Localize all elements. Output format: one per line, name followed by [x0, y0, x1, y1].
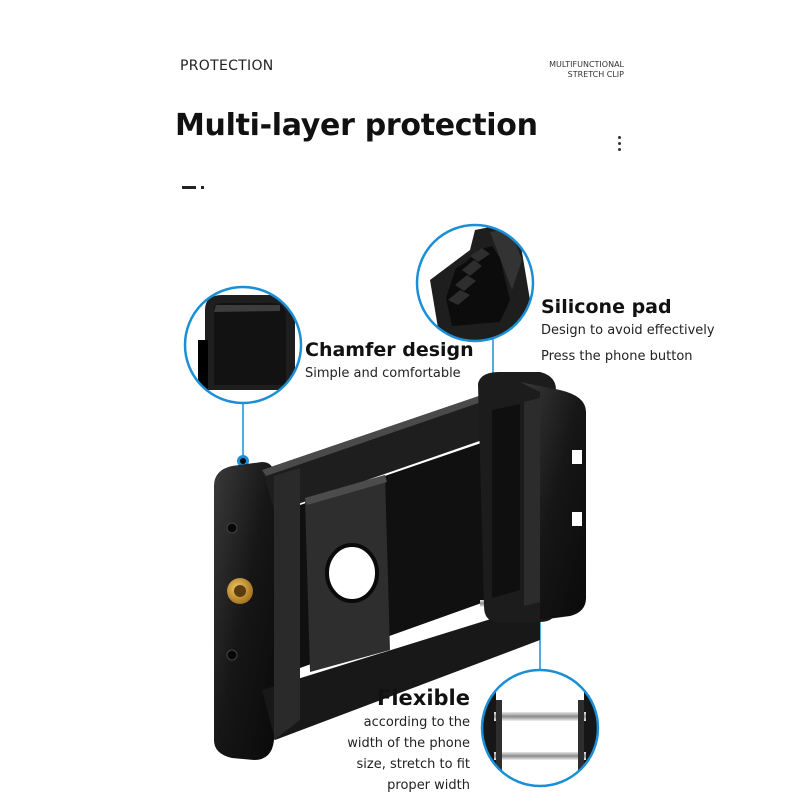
- more-vertical-icon[interactable]: [618, 136, 624, 154]
- flexible-line: according to the: [363, 715, 470, 730]
- flexible-rail-detail-callout: [480, 668, 600, 788]
- section-label: PROTECTION: [180, 58, 274, 74]
- product-category-line2: STRETCH CLIP: [567, 70, 624, 79]
- chamfer-detail-callout: [183, 285, 303, 405]
- brass-thread-insert: [227, 578, 253, 604]
- flexible-line: proper width: [387, 778, 470, 793]
- silicone-subtext-line2: Press the phone button: [541, 349, 693, 364]
- chamfer-heading: Chamfer design: [305, 339, 474, 361]
- title-underline-dot: [201, 186, 204, 189]
- flexible-line: size, stretch to fit: [356, 757, 470, 772]
- chamfer-subtext: Simple and comfortable: [305, 366, 461, 381]
- flexible-description: according to the width of the phone size…: [330, 712, 470, 796]
- silicone-subtext-line1: Design to avoid effectively: [541, 323, 715, 338]
- clip-body: [214, 372, 586, 760]
- page-title: Multi-layer protection: [175, 108, 538, 143]
- flexible-heading: Flexible: [376, 686, 470, 710]
- title-underline: [182, 186, 196, 189]
- flexible-line: width of the phone: [347, 736, 470, 751]
- product-category: MULTIFUNCTIONAL STRETCH CLIP: [500, 60, 624, 80]
- product-category-line1: MULTIFUNCTIONAL: [549, 60, 624, 69]
- silicone-heading: Silicone pad: [541, 296, 672, 318]
- silicone-pad-detail-callout: [415, 223, 535, 343]
